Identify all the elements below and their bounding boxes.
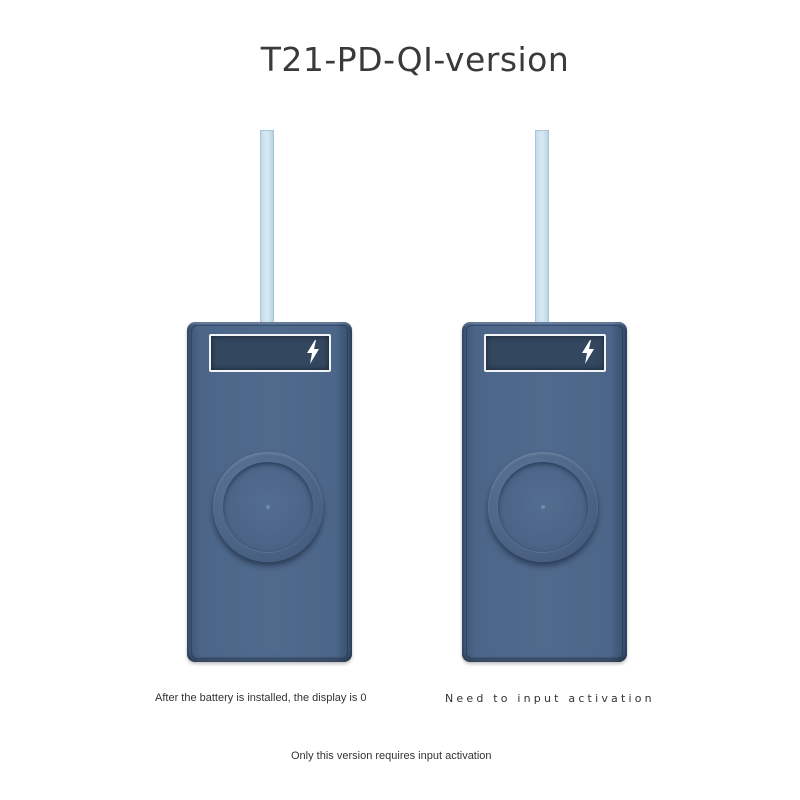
power-bank-device-left xyxy=(180,130,360,665)
device-body xyxy=(187,322,352,662)
device-caption-right: Need to input activation xyxy=(445,692,655,705)
charging-pad-center-dot xyxy=(266,505,270,509)
power-bank-device-right xyxy=(455,130,635,665)
device-body xyxy=(462,322,627,662)
page-title: T21-PD-QI-version xyxy=(260,40,570,79)
led-display xyxy=(484,334,606,372)
charging-pad-inner-ring xyxy=(223,462,313,552)
footnote: Only this version requires input activat… xyxy=(291,750,492,762)
lanyard-strap xyxy=(535,130,549,330)
lanyard-strap xyxy=(260,130,274,330)
wireless-charging-pad-icon xyxy=(488,452,598,562)
device-caption-left: After the battery is installed, the disp… xyxy=(155,692,367,704)
wireless-charging-pad-icon xyxy=(213,452,323,562)
led-display xyxy=(209,334,331,372)
lightning-bolt-icon xyxy=(582,340,594,364)
charging-pad-inner-ring xyxy=(498,462,588,552)
charging-pad-center-dot xyxy=(541,505,545,509)
lightning-bolt-icon xyxy=(307,340,319,364)
